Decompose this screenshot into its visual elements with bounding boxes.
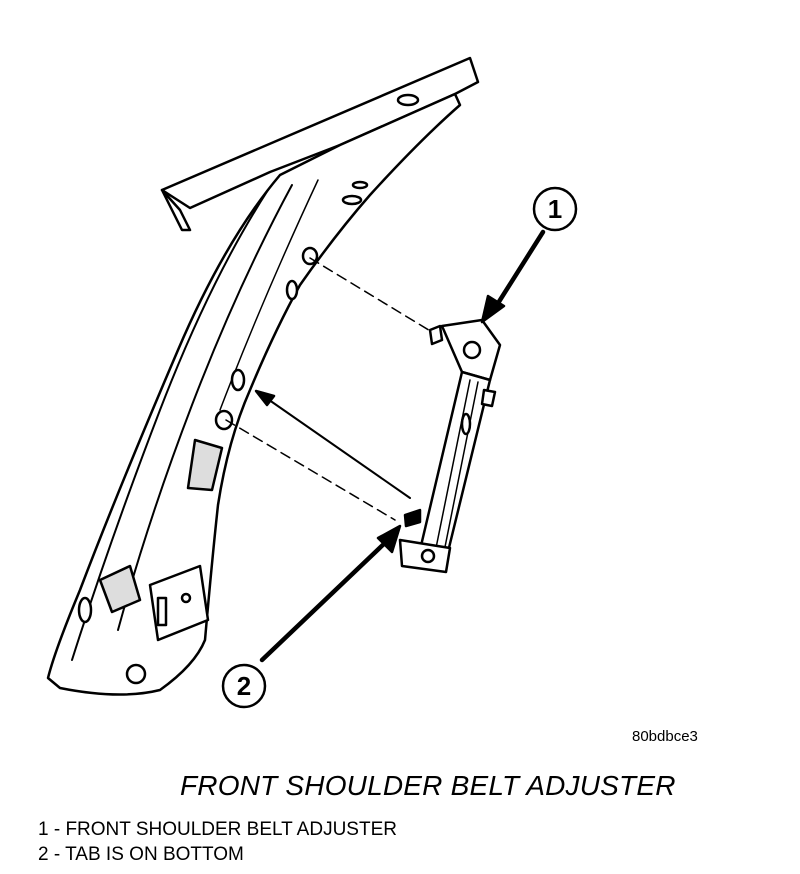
callout-1-number: 1 [548, 194, 562, 224]
figure-legend: 1 - FRONT SHOULDER BELT ADJUSTER 2 - TAB… [38, 817, 397, 867]
alignment-lines [225, 257, 433, 521]
b-pillar [46, 92, 462, 696]
callout-1 [532, 186, 578, 232]
install-arrow [254, 389, 411, 499]
shoulder-belt-adjuster [398, 318, 502, 574]
figure-code: 80bdbce3 [632, 728, 698, 745]
callout-2-number: 2 [237, 671, 251, 701]
figure-caption: FRONT SHOULDER BELT ADJUSTER [180, 770, 676, 801]
legend-item-2: 2 - TAB IS ON BOTTOM [38, 844, 244, 865]
roof-rail [160, 56, 480, 232]
callout-arrows [259, 229, 546, 663]
legend-item-1: 1 - FRONT SHOULDER BELT ADJUSTER [38, 819, 397, 840]
callout-2 [221, 663, 267, 709]
